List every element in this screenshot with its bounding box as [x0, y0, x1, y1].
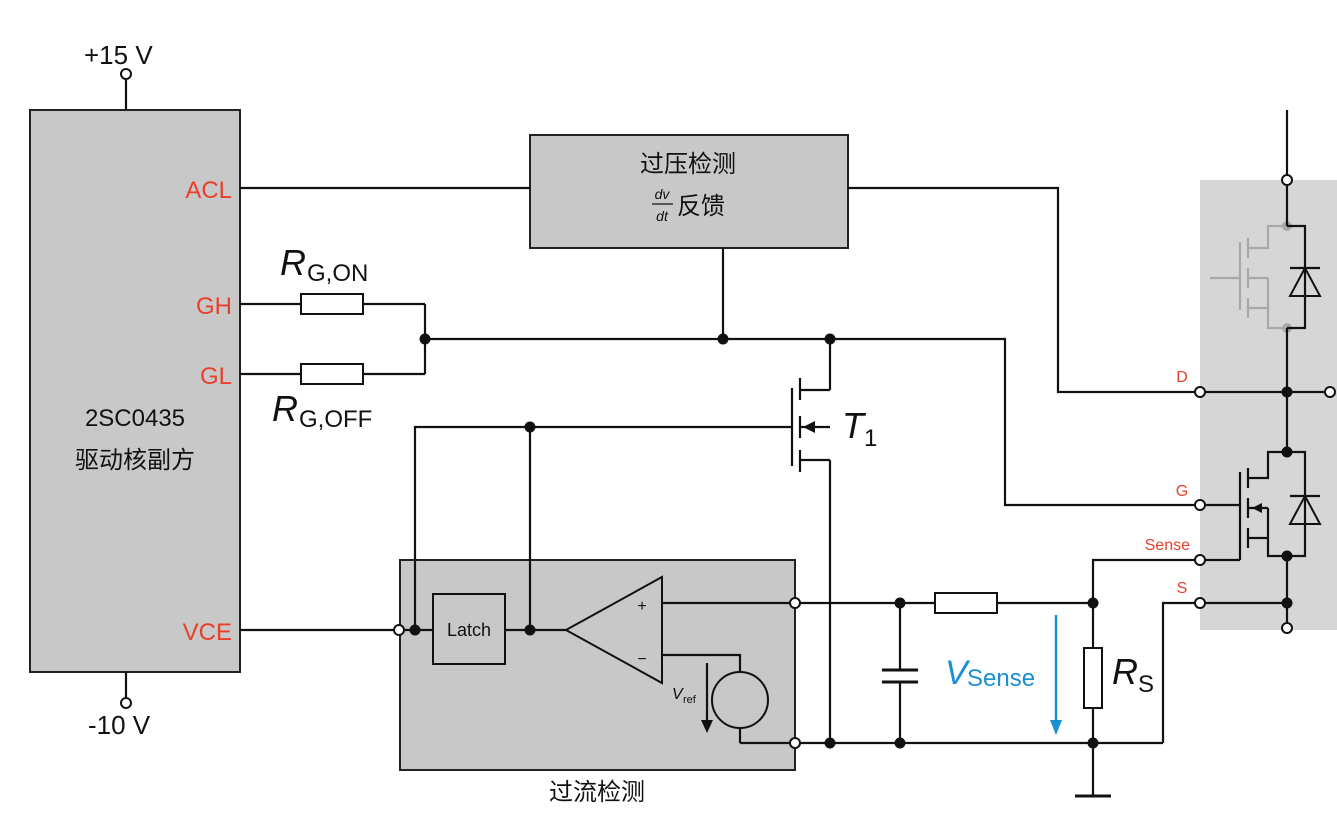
rg-off-r: R	[272, 388, 298, 429]
vref-sub: ref	[683, 694, 697, 706]
overvoltage-block	[529, 134, 849, 249]
sense-filter-resistor	[934, 592, 998, 614]
vce-wire	[240, 624, 433, 636]
rg-on-sub: G,ON	[307, 260, 368, 287]
module-pin-s: S	[1177, 580, 1188, 597]
dv-label: dv	[655, 186, 671, 202]
vsense-label: V Sense	[945, 654, 1035, 692]
pin-acl-label: ACL	[185, 177, 232, 204]
vref-label: V ref	[672, 686, 697, 706]
gate-bus	[425, 248, 1195, 507]
supply-top-label: +15 V	[84, 40, 153, 70]
rg-off-resistor	[300, 363, 364, 385]
driver-subtitle: 驱动核副方	[75, 447, 195, 474]
rs-label: R S	[1112, 651, 1154, 698]
rg-on-resistor	[300, 293, 364, 315]
t1-gate-wire	[413, 421, 792, 630]
supply-bottom-label: -10 V	[88, 710, 151, 740]
vsense-v: V	[945, 654, 971, 692]
pin-gl-label: GL	[200, 363, 232, 390]
filter-capacitor	[882, 603, 918, 743]
dt-label: dt	[656, 208, 669, 224]
sense-pin-wire	[1091, 558, 1195, 603]
lower-mosfet	[1194, 450, 1293, 566]
upper-diode	[1287, 224, 1322, 330]
lower-diode	[1287, 450, 1322, 558]
vref-v: V	[672, 686, 684, 703]
pin-vce-label: VCE	[183, 619, 232, 646]
rg-on-r: R	[280, 242, 306, 283]
vref-source	[701, 663, 790, 745]
vsense-arrow	[1050, 615, 1062, 735]
ground-symbol	[1075, 743, 1111, 798]
comparator-minus: −	[637, 651, 646, 668]
latch-label: Latch	[447, 620, 491, 640]
sense-bottom-wire	[789, 601, 1195, 749]
comparator	[563, 575, 790, 685]
feedback-label: 反馈	[677, 193, 725, 220]
rg-off-sub: G,OFF	[299, 406, 372, 433]
acl-wire	[240, 186, 1195, 394]
driver-name: 2SC0435	[85, 405, 185, 432]
rg-off-label: R G,OFF	[272, 388, 372, 433]
dv-dt-fraction: dv dt	[652, 186, 673, 224]
overcurrent-label: 过流检测	[549, 779, 645, 806]
overvoltage-title: 过压检测	[640, 151, 736, 178]
t1-transistor	[790, 339, 832, 743]
supply-plus-15v	[120, 68, 132, 110]
module-pin-d: D	[1176, 369, 1188, 386]
comparator-plus: +	[637, 598, 646, 615]
upper-mosfet	[1210, 221, 1292, 333]
driver-block	[29, 109, 241, 673]
rg-on-label: R G,ON	[280, 242, 368, 287]
module-rail	[1194, 110, 1336, 634]
t1-label: T 1	[842, 405, 877, 452]
module-pin-sense: Sense	[1145, 537, 1190, 554]
rs-r: R	[1112, 651, 1138, 692]
t1-sub: 1	[864, 425, 877, 452]
rs-resistor	[1083, 603, 1103, 743]
supply-minus-10v	[120, 672, 132, 709]
rs-sub: S	[1138, 671, 1154, 698]
pin-gh-label: GH	[196, 293, 232, 320]
module-pin-g: G	[1176, 483, 1188, 500]
t1-t: T	[842, 405, 867, 446]
vsense-sub: Sense	[967, 665, 1035, 692]
